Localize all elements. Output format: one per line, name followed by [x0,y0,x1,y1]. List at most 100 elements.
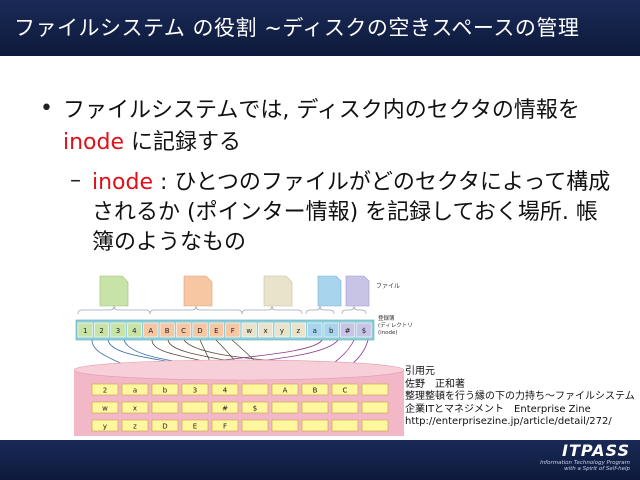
disk-sector [211,383,239,396]
bullet-dot: • [40,96,53,121]
bullet-2-inode: inode [92,170,154,195]
disk-sector [271,401,299,414]
ledger-cell-label: 4 [132,327,137,335]
bullet-dash: – [70,168,81,193]
disk-sector-label: 3 [193,387,197,395]
disk-sector-label: C [343,387,348,395]
disk-sector [301,383,329,396]
ledger-cell [307,322,323,338]
footer-bar [0,440,640,480]
ledger-cell [110,322,126,338]
ledger-cell-label: y [280,327,284,335]
ledger-cell [225,322,241,338]
ledger-cell [274,322,290,338]
disk-sector-label: $ [253,405,257,413]
disk-sector [331,383,359,396]
disk-sector [181,401,209,414]
disk-sector-label: z [133,423,137,431]
disk-sector [211,401,239,414]
ledger-cell [94,322,110,338]
file-icon-lilac [345,275,370,307]
disk-sector [211,419,239,432]
ledger-cell-label: 1 [83,327,87,335]
disk-sector [271,383,299,396]
ledger-cell [192,322,208,338]
file-icon-green [99,275,129,307]
ledger-cell-label: A [148,327,153,335]
ledger-cell-label: z [297,327,301,335]
disk-sector [181,383,209,396]
disk-sector [301,401,329,414]
ledger-label-1: 登録簿 [378,314,395,322]
reference-citation: 引用元 佐野 正和著 整理整頓を行う縁の下の力持ち～ファイルシステム 企業ITと… [405,366,635,427]
disk-sector [331,401,359,414]
disk-sector [331,419,359,432]
disk-sector [361,401,389,414]
file-label: ファイル [376,283,400,290]
bullet-1: ファイルシステムでは, ディスク内のセクタの情報を inode に記録する [63,95,618,159]
disk-sector [121,383,149,396]
ledger-cell-label: F [231,327,235,335]
disk-sector [241,383,269,396]
disk-sector [361,419,389,432]
file-icon-blue [317,275,342,307]
ledger-label-2: (ディレクトリー) [378,321,412,329]
ledger-cell-label: C [181,327,186,335]
bullet-1-inode: inode [63,130,125,155]
ledger-cell [241,322,257,338]
file-icon-orange [183,275,213,307]
disk-sector [181,419,209,432]
ledger-cell-label: a [313,327,317,335]
ledger-cell [143,322,159,338]
disk-sector-label: w [102,405,108,413]
ledger-cell [77,322,93,338]
bullet-2-text: : ひとつのファイルがどのセクタによって構成されるか (ポインター情報) を記録… [92,170,611,255]
ledger-cell [258,322,274,338]
file-icon-beige [263,275,293,307]
file-icons [99,275,370,307]
logo-name: ITPASS [562,441,630,460]
disk-sector [91,419,119,432]
ledger-cell-label: E [214,327,218,335]
disk-sector [301,419,329,432]
disk-sector-label: y [103,423,107,431]
disk-sector [271,419,299,432]
ledger-cell-label: B [165,327,170,335]
ledger-cell-label: 3 [116,327,120,335]
disk-sector [151,419,179,432]
disk-sector-label: E [193,423,197,431]
disk-sector-label: a [133,387,137,395]
disk-sector-label: b [163,387,168,395]
disk-sector [241,401,269,414]
braces [77,305,367,315]
ledger-cell [356,322,372,338]
disk-sector [241,419,269,432]
disk-sector [361,383,389,396]
ledger-label-3: (inode) [378,330,398,336]
disk-sector-label: D [162,423,167,431]
itpass-logo: ITPASS Information Technology Program wi… [540,441,630,472]
disk-sector-label: x [133,405,137,413]
ledger-cell [290,322,306,338]
ledger-cell-label: b [329,327,334,335]
disk-sector [151,383,179,396]
ledger-cell [323,322,339,338]
title-bar: ファイルシステム の役割 ~ディスクの空きスペースの管理 [0,0,640,56]
ledger-cell [159,322,175,338]
logo-sub-1: Information Technology Program [540,460,630,466]
disk-sector-label: B [313,387,318,395]
slide-title: ファイルシステム の役割 ~ディスクの空きスペースの管理 [14,16,580,40]
disk-sector [121,401,149,414]
disk-sector [151,401,179,414]
disk-sector [91,401,119,414]
ledger-cell-label: # [345,327,351,335]
disk-sector-label: # [222,405,228,413]
ledger-cell [176,322,192,338]
disk-sector-label: A [283,387,288,395]
logo-sub-2: with a Spirit of Self-help [564,466,630,472]
ledger-cell-label: x [264,327,268,335]
ledger-cell-label: w [246,327,252,335]
disk-sector-label: F [223,423,227,431]
